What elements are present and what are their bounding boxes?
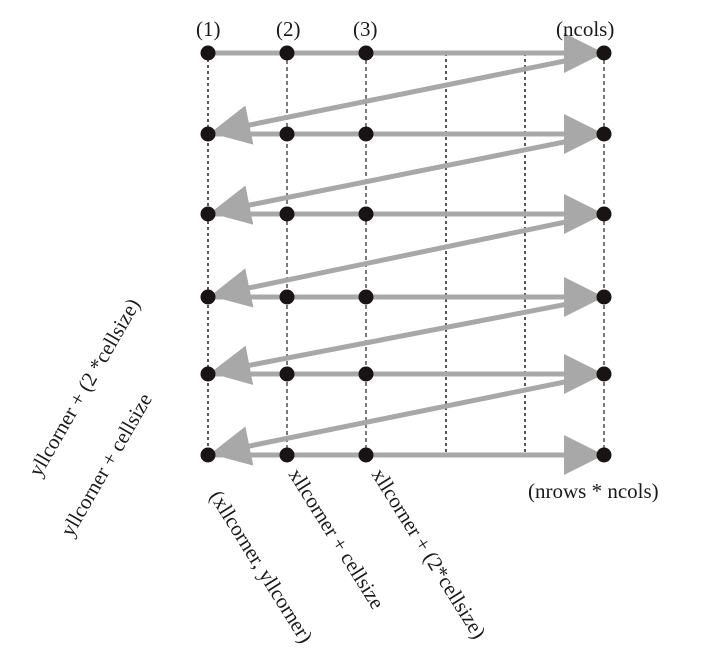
grid-node [279,366,295,382]
grid-node [279,289,295,305]
x-label-2cellsize: xllcorner + (2*cellsize) [367,464,491,643]
grid-node [279,447,295,463]
grid-node [200,289,216,305]
grid-node [358,366,374,382]
row-return-arrow [210,371,605,466]
grid-node [200,366,216,382]
grid-node [596,126,612,142]
grid-node [279,45,295,61]
grid-node [200,126,216,142]
scan-arrows [208,33,605,475]
grid-node [200,45,216,61]
x-label-origin: (xllcorner, yllcorner) [205,486,318,647]
end-label: (nrows * ncols) [528,479,659,503]
grid-node [200,447,216,463]
grid-node [358,126,374,142]
column-label-1: (1) [196,17,221,41]
grid-node [279,126,295,142]
grid-node [358,289,374,305]
column-label-3: (3) [353,17,378,41]
column-label-2: (2) [276,17,301,41]
grid-node [596,289,612,305]
grid-node [596,366,612,382]
grid-node [596,447,612,463]
grid-node [279,206,295,222]
row-return-arrow [210,50,605,145]
grid-node [596,206,612,222]
row-return-arrow [210,131,605,225]
grid-nodes [200,45,612,463]
column-label-ncols: (ncols) [556,17,614,41]
row-return-arrow [210,294,605,385]
row-return-arrow [210,211,605,308]
grid-node [200,206,216,222]
grid-node [358,45,374,61]
grid-node [358,206,374,222]
grid-node [358,447,374,463]
grid-node [596,45,612,61]
